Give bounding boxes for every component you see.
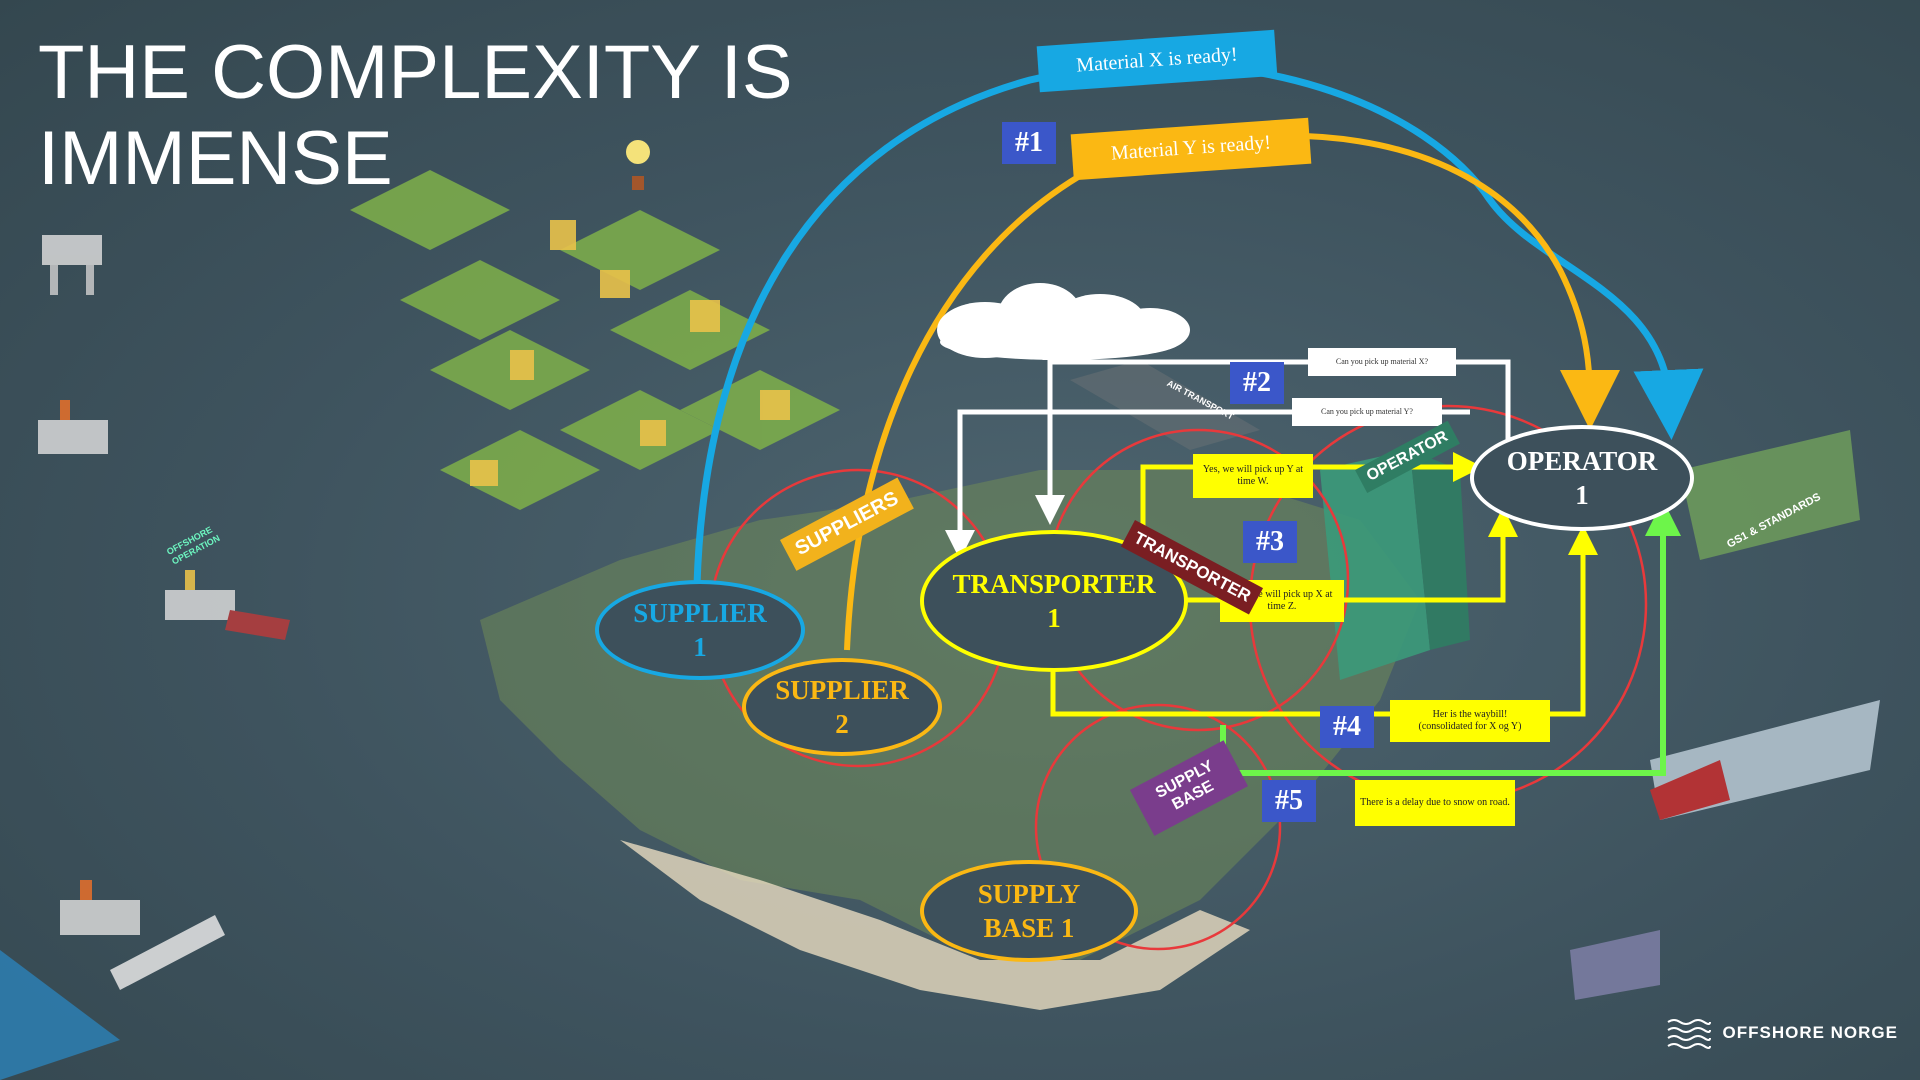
- step-badge-1: #1: [1002, 122, 1056, 164]
- note-waybill: Her is the waybill! (consolidated for X …: [1390, 700, 1550, 742]
- node-operator-1: OPERATOR 1: [1470, 425, 1694, 531]
- note-pickup-y: Can you pick up material Y?: [1292, 398, 1442, 426]
- node-supplier-2: SUPPLIER 2: [742, 658, 942, 756]
- node-supplier-1-number: 1: [693, 632, 707, 662]
- step-badge-5: #5: [1262, 780, 1316, 822]
- step-badge-4: #4: [1320, 706, 1374, 748]
- note-waybill-line2: (consolidated for X og Y): [1418, 721, 1522, 732]
- step-badge-2: #2: [1230, 362, 1284, 404]
- note-waybill-line1: Her is the waybill!: [1432, 709, 1508, 720]
- balloon-icon: [626, 140, 650, 190]
- node-supplier-2-number: 2: [835, 709, 849, 739]
- node-operator-1-number: 1: [1575, 480, 1589, 510]
- node-supplier-1: SUPPLIER 1: [595, 580, 805, 680]
- page-title-line1: THE COMPLEXITY IS: [38, 30, 793, 115]
- node-transporter-1-number: 1: [1047, 603, 1061, 633]
- note-reply-y: Yes, we will pick up Y at time W.: [1193, 454, 1313, 498]
- logo-text: OFFSHORE NORGE: [1722, 1023, 1898, 1042]
- page-title-line2: IMMENSE: [38, 116, 393, 201]
- node-supplier-2-name: SUPPLIER: [775, 675, 909, 705]
- note-pickup-x: Can you pick up material X?: [1308, 348, 1456, 376]
- page-title: THE COMPLEXITY IS IMMENSE: [38, 30, 793, 202]
- node-transporter-1-name: TRANSPORTER: [952, 569, 1156, 599]
- node-transporter-1: TRANSPORTER 1: [920, 530, 1188, 672]
- node-operator-1-name: OPERATOR: [1506, 446, 1658, 476]
- cloud-icon: [937, 283, 1190, 360]
- node-supplier-1-name: SUPPLIER: [633, 598, 767, 628]
- node-supply-base-1-number: BASE 1: [983, 913, 1075, 943]
- step-badge-3: #3: [1243, 521, 1297, 563]
- offshore-platforms-illustration: [0, 235, 1880, 1080]
- node-supply-base-1: SUPPLY BASE 1: [920, 860, 1138, 962]
- waves-icon: [1667, 1019, 1712, 1049]
- note-delay: There is a delay due to snow on road.: [1355, 780, 1515, 826]
- node-supply-base-1-name: SUPPLY: [977, 879, 1081, 909]
- offshore-norge-logo: OFFSHORE NORGE: [1666, 1016, 1898, 1050]
